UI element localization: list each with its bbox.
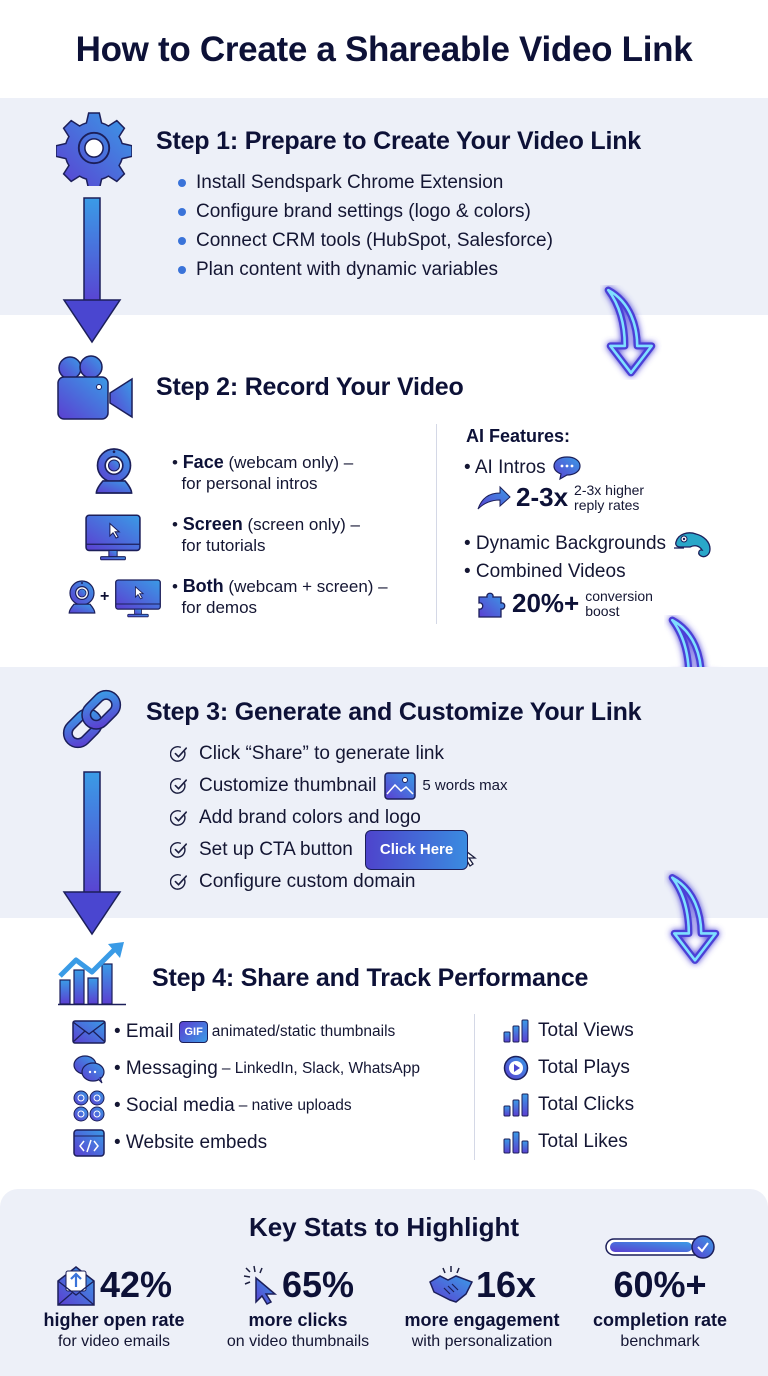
key-stats-title: Key Stats to Highlight	[248, 1212, 520, 1242]
stat-more-clicks: 65% more clicks on video thumbnails	[226, 1264, 370, 1350]
image-thumbnail-icon	[384, 772, 417, 800]
video-camera-icon	[57, 355, 133, 420]
curved-arrow-icon	[477, 485, 511, 509]
envelope-upload-icon	[57, 1266, 95, 1306]
bullet-dot-icon	[178, 265, 186, 274]
gif-badge-icon: GIF	[179, 1020, 208, 1043]
step4-title: Step 4: Share and Track Performance	[152, 964, 589, 992]
metric-total-views: Total Views	[502, 1012, 634, 1049]
chat-bubbles-icon	[72, 1054, 106, 1083]
record-mode-face: • Face (webcam only) – for personal intr…	[172, 452, 354, 493]
share-channels-list: • Email GIF animated/static thumbnails •…	[72, 1013, 420, 1161]
plus-sign: +	[100, 588, 110, 605]
column-divider	[436, 424, 437, 624]
page-title: How to Create a Shareable Video Link	[75, 30, 693, 69]
play-circle-icon	[502, 1055, 530, 1081]
metric-total-plays: Total Plays	[502, 1049, 634, 1086]
check-circle-icon	[170, 809, 188, 827]
bullet-dot-icon	[178, 207, 186, 216]
growth-chart-icon	[58, 942, 126, 1006]
metric-total-clicks: Total Clicks	[502, 1086, 634, 1123]
check-circle-icon	[170, 841, 188, 859]
step3-title: Step 3: Generate and Customize Your Link	[146, 698, 642, 726]
step3-item: Customize thumbnail 5 words max	[170, 770, 507, 802]
envelope-icon	[72, 1018, 106, 1046]
code-window-icon	[72, 1128, 106, 1157]
down-arrow-icon	[62, 197, 122, 344]
check-circle-icon	[170, 873, 188, 891]
bar-chart-icon	[502, 1093, 530, 1117]
step1-title: Step 1: Prepare to Create Your Video Lin…	[156, 127, 642, 155]
step3-list: Click “Share” to generate link Customize…	[170, 738, 507, 898]
step3-item: Configure custom domain	[170, 866, 507, 898]
progress-complete-icon	[605, 1235, 715, 1259]
step1-item: Connect CRM tools (HubSpot, Salesforce)	[178, 226, 553, 255]
social-media-icons	[72, 1090, 106, 1121]
bar-chart-icon	[502, 1130, 530, 1154]
step1-section	[0, 98, 768, 315]
step3-item: Set up CTA button Click Here	[170, 830, 507, 870]
puzzle-piece-icon	[478, 592, 506, 618]
cta-click-here-button[interactable]: Click Here	[364, 830, 469, 870]
down-arrow-icon	[62, 771, 122, 936]
bullet-dot-icon	[178, 236, 186, 245]
ai-intros: • AI Intros	[464, 455, 582, 481]
chat-bubble-icon	[553, 456, 581, 481]
bar-chart-icon	[502, 1019, 530, 1043]
handshake-icon	[429, 1266, 473, 1303]
channel-email: • Email GIF animated/static thumbnails	[72, 1013, 420, 1050]
stat-completion-rate: 60%+ completion rate benchmark	[592, 1264, 728, 1350]
check-circle-icon	[170, 777, 188, 795]
chameleon-icon	[674, 532, 711, 558]
record-mode-both: • Both (webcam + screen) – for demos	[172, 576, 388, 617]
step2-title: Step 2: Record Your Video	[156, 373, 464, 401]
step1-item: Configure brand settings (logo & colors)	[178, 197, 553, 226]
step1-list: Install Sendspark Chrome Extension Confi…	[178, 168, 553, 284]
neon-curved-arrow-icon	[664, 870, 726, 970]
key-stats-card	[0, 1189, 768, 1376]
record-mode-screen: • Screen (screen only) – for tutorials	[172, 514, 360, 555]
channel-website-embeds: • Website embeds	[72, 1124, 420, 1161]
step3-item: Click “Share” to generate link	[170, 738, 507, 770]
click-cursor-icon	[243, 1265, 278, 1305]
step3-item: Add brand colors and logo	[170, 802, 507, 834]
webcam-icon	[66, 577, 98, 617]
channel-messaging: • Messaging – LinkedIn, Slack, WhatsApp	[72, 1050, 420, 1087]
webcam-icon	[92, 446, 136, 496]
step1-item: Install Sendspark Chrome Extension	[178, 168, 553, 197]
check-circle-icon	[170, 745, 188, 763]
monitor-icon	[114, 578, 162, 618]
metric-total-likes: Total Likes	[502, 1123, 634, 1160]
bullet-dot-icon	[178, 178, 186, 187]
ai-features-title: AI Features:	[466, 426, 571, 446]
step3-section	[0, 667, 768, 918]
channel-social-media: • Social media – native uploads	[72, 1087, 420, 1124]
link-icon	[62, 689, 122, 749]
stat-open-rate: 42% higher open rate for video emails	[43, 1264, 185, 1350]
stat-engagement: 16x more engagement with personalization	[404, 1264, 560, 1350]
gear-icon	[56, 112, 132, 186]
metrics-list: Total Views Total Plays Total Clicks Tot…	[502, 1012, 634, 1160]
column-divider	[474, 1014, 475, 1160]
monitor-icon	[84, 513, 142, 561]
ai-combined-videos: • Combined Videos	[464, 561, 626, 582]
neon-curved-arrow-icon	[600, 285, 662, 380]
step1-item: Plan content with dynamic variables	[178, 255, 553, 284]
ai-dynamic-backgrounds: • Dynamic Backgrounds	[464, 528, 714, 560]
